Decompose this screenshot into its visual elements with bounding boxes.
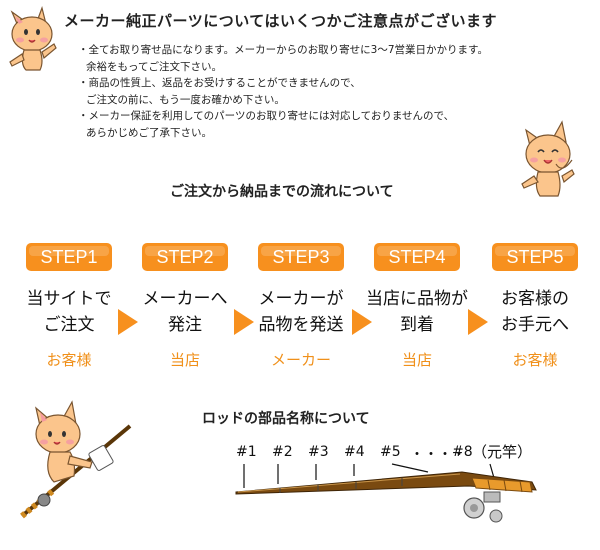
step-description-1: 当サイトで ご注文 xyxy=(10,286,128,338)
rod-part-note: （元竿） xyxy=(472,441,532,462)
step-actor-3: メーカー xyxy=(270,351,331,369)
rod-part-label-2: #2 xyxy=(272,444,293,460)
step-badge-5: STEP5 xyxy=(492,243,578,271)
step-line: 品物を発送 xyxy=(258,315,344,335)
arrow-right-icon xyxy=(468,309,488,335)
rod-part-label-3: #3 xyxy=(308,444,329,460)
rod-part-label-4: #4 xyxy=(344,444,365,460)
notices-list: ・全てお取り寄せ品になります。メーカーからのお取り寄せに3～7営業日かかります。… xyxy=(78,42,488,141)
flow-title: ご注文から納品までの流れについて xyxy=(170,184,394,200)
fishing-rod-icon xyxy=(235,463,537,523)
step-badge-1: STEP1 xyxy=(26,243,112,271)
step-badge-4: STEP4 xyxy=(374,243,460,271)
rod-part-ellipsis: ・・・・ xyxy=(410,447,466,463)
arrow-right-icon xyxy=(352,309,372,335)
rod-part-label-1: #1 xyxy=(236,444,257,460)
notice-line: ・メーカー保証を利用してのパーツのお取り寄せには対応しておりませんので、 xyxy=(78,110,455,122)
step-line: メーカーが xyxy=(258,289,344,309)
step-line: ご注文 xyxy=(43,315,95,335)
step-badge-3: STEP3 xyxy=(258,243,344,271)
cat-mascot-fishing-icon xyxy=(20,400,132,519)
rod-part-note-text: （元竿） xyxy=(472,443,533,461)
step-line: 当店に品物が xyxy=(366,289,468,309)
notices-title: メーカー純正パーツについてはいくつかご注意点がございます xyxy=(64,12,497,30)
step-line: お手元へ xyxy=(501,315,569,335)
step-line: お客様の xyxy=(501,289,569,309)
notice-line: ご注文の前に、もう一度お確かめ下さい。 xyxy=(86,93,285,106)
step-actor-5: お客様 xyxy=(512,351,558,369)
step-description-2: メーカーへ 発注 xyxy=(126,286,244,338)
cat-mascot-smiling-icon xyxy=(521,120,575,197)
step-line: メーカーへ xyxy=(142,289,228,309)
step-description-5: お客様の お手元へ xyxy=(476,286,594,338)
arrow-right-icon xyxy=(234,309,254,335)
step-actor-1: お客様 xyxy=(46,351,92,369)
step-line: 発注 xyxy=(168,315,202,335)
step-description-4: 当店に品物が 到着 xyxy=(358,286,476,338)
rod-part-label-5: #5 xyxy=(380,444,401,460)
step-actor-4: 当店 xyxy=(401,351,432,369)
step-actor-2: 当店 xyxy=(169,351,200,369)
step-badge-2: STEP2 xyxy=(142,243,228,271)
step-line: 当サイトで xyxy=(26,289,112,309)
rod-title: ロッドの部品名称について xyxy=(202,411,370,427)
notice-line: ・商品の性質上、返品をお受けすることができませんので、 xyxy=(78,77,361,89)
step-line: 到着 xyxy=(400,315,434,335)
arrow-right-icon xyxy=(118,309,138,335)
cat-mascot-waving-icon xyxy=(9,5,57,71)
rod-part-label-8: #8 xyxy=(452,444,473,460)
notice-line: あらかじめご了承下さい。 xyxy=(86,126,212,139)
step-description-3: メーカーが 品物を発送 xyxy=(242,286,360,338)
notice-line: 余裕をもってご注文下さい。 xyxy=(86,60,222,73)
notice-line: ・全てお取り寄せ品になります。メーカーからのお取り寄せに3～7営業日かかります。 xyxy=(78,44,488,56)
